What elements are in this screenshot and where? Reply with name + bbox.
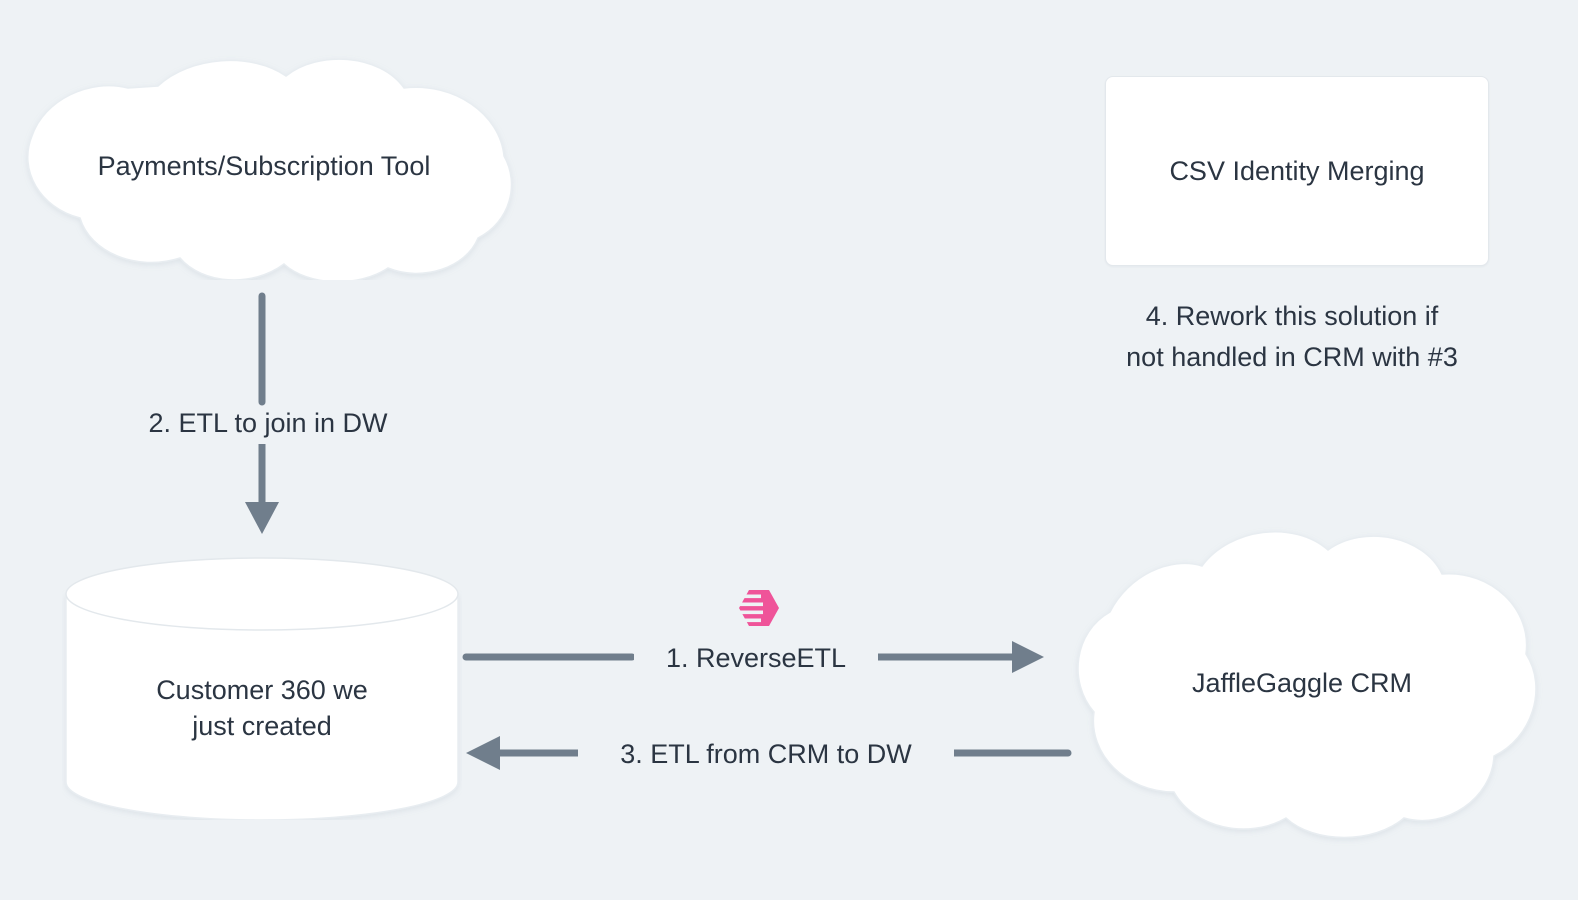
note-rework-solution: 4. Rework this solution if not handled i… [1126,301,1458,373]
database-cylinder-shape[interactable] [62,556,462,820]
payments-cloud-shape[interactable] [8,52,520,280]
crm-cloud-shape[interactable] [1052,518,1552,848]
dbt-logo-icon [737,590,779,626]
edge-label-etl-join-dw: 2. ETL to join in DW [108,406,428,441]
edge-label-etl-from-crm: 3. ETL from CRM to DW [578,737,954,772]
edge-label-reverse-etl: 1. ReverseETL [634,641,878,676]
csv-identity-merging-box[interactable] [1105,76,1489,266]
